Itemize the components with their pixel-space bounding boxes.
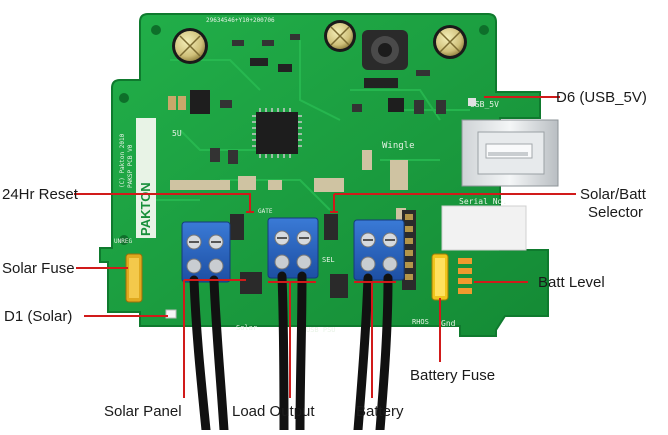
silk-usb-label: USB_5V <box>470 100 499 109</box>
silk-rhos: RHOS <box>412 318 429 326</box>
callout-batt-level: Batt Level <box>538 274 605 291</box>
callout-d1-solar: D1 (Solar) <box>4 308 73 325</box>
silk-solar: Solar <box>236 324 257 332</box>
usb-connector <box>461 119 559 187</box>
led-d6 <box>468 98 476 106</box>
terminal-block-load <box>267 217 319 279</box>
cables <box>189 271 393 435</box>
silk-serial-header: 29634546+Y10+200706 <box>206 17 275 24</box>
serial-sticker <box>441 205 527 251</box>
silk-version-line-1: (C) Pakton 2010 <box>119 133 126 188</box>
silk-version-line-2: PAKSP PCB V0 <box>127 144 134 188</box>
battery-fuse <box>431 253 449 301</box>
terminal-block-solar <box>181 221 231 283</box>
callout-d6: D6 (USB_5V) <box>556 89 647 106</box>
callout-selector-line1: Solar/Batt <box>580 186 646 203</box>
callout-solar-fuse: Solar Fuse <box>2 260 75 277</box>
callout-selector-line2: Selector <box>588 204 644 221</box>
silk-5v: 5U <box>172 129 182 138</box>
silk-sel: SEL <box>322 256 335 264</box>
smd-components <box>168 34 446 298</box>
silk-brand: PAKTON <box>138 182 153 236</box>
silk-wingle: Wingle <box>382 141 415 151</box>
inductor <box>362 30 408 70</box>
callout-load-output: Load Output <box>232 403 315 420</box>
silk-version-block: (C) Pakton 2010 PAKSP PCB V0 <box>119 133 134 188</box>
header-pins <box>402 210 416 290</box>
silk-unreg: UNREG <box>114 238 132 245</box>
callout-solar-panel: Solar Panel <box>104 403 182 420</box>
led-d1 <box>165 309 177 319</box>
silk-gate: GATE <box>258 208 273 215</box>
pakton-logo: PAKTON <box>136 118 156 238</box>
silk-gnd: Gnd <box>441 319 456 328</box>
silk-usb-psu: USB PSU <box>306 326 336 334</box>
silk-serial-no: Serial No. <box>459 197 507 206</box>
callout-24hr-reset: 24Hr Reset <box>2 186 78 203</box>
capacitor-top-right <box>433 25 467 59</box>
capacitor-top-left <box>172 28 208 64</box>
batt-level-leds <box>458 258 472 294</box>
capacitor-top-middle <box>324 20 356 52</box>
solar-fuse <box>125 253 143 303</box>
callout-battery-fuse: Battery Fuse <box>410 367 496 384</box>
terminal-block-battery <box>353 219 405 281</box>
callout-battery: Battery <box>356 403 404 420</box>
callout-lines <box>74 96 576 398</box>
microcontroller-chip <box>252 108 302 158</box>
